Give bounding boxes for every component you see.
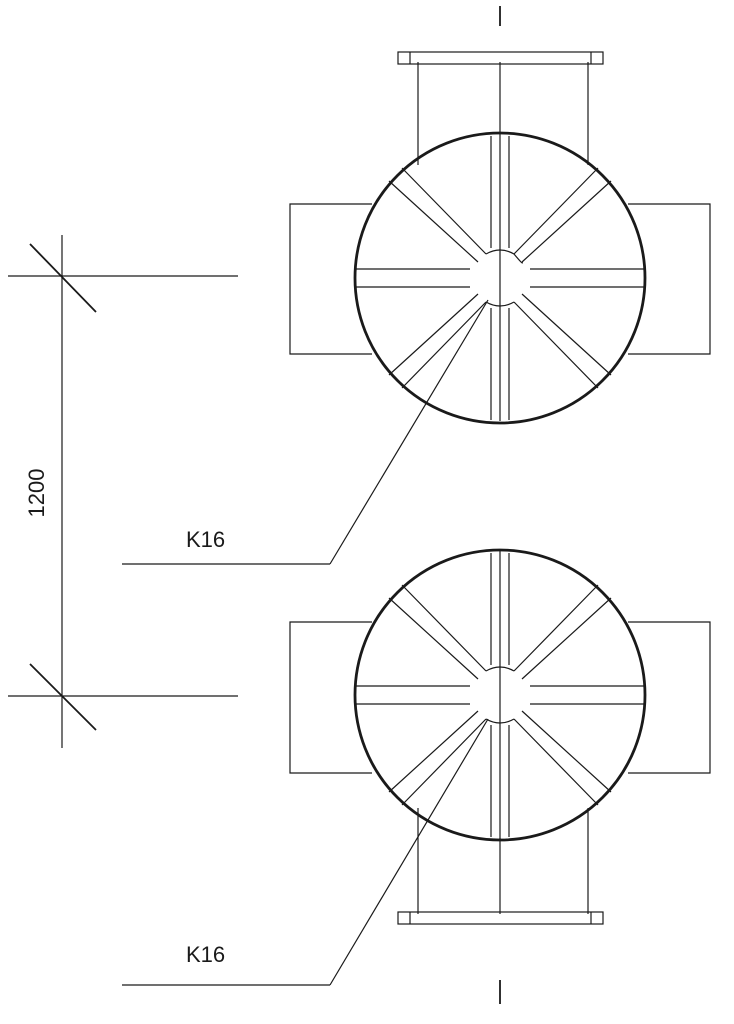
upper-fitting: K16	[122, 51, 711, 565]
upper-callout-label: K16	[186, 527, 225, 552]
upper-body-circle	[353, 131, 647, 425]
upper-flange	[397, 51, 604, 65]
lower-bottom-pipe	[417, 808, 589, 914]
lower-ribs	[356, 551, 644, 839]
upper-side-nozzle-left	[289, 203, 372, 355]
lower-side-nozzle-left	[289, 621, 372, 774]
lower-flange	[397, 911, 604, 925]
lower-side-nozzle-right	[628, 621, 711, 774]
lower-callout-label: K16	[186, 942, 225, 967]
lower-leader	[122, 718, 489, 986]
upper-leader	[122, 299, 489, 565]
upper-top-pipe	[417, 62, 589, 165]
upper-side-nozzle-right	[628, 203, 711, 355]
lower-fitting: K16	[122, 548, 711, 986]
lower-body-circle	[353, 548, 647, 842]
upper-ribs	[356, 135, 644, 421]
dimension-line	[8, 235, 238, 748]
dimension-value: 1200	[24, 469, 49, 518]
